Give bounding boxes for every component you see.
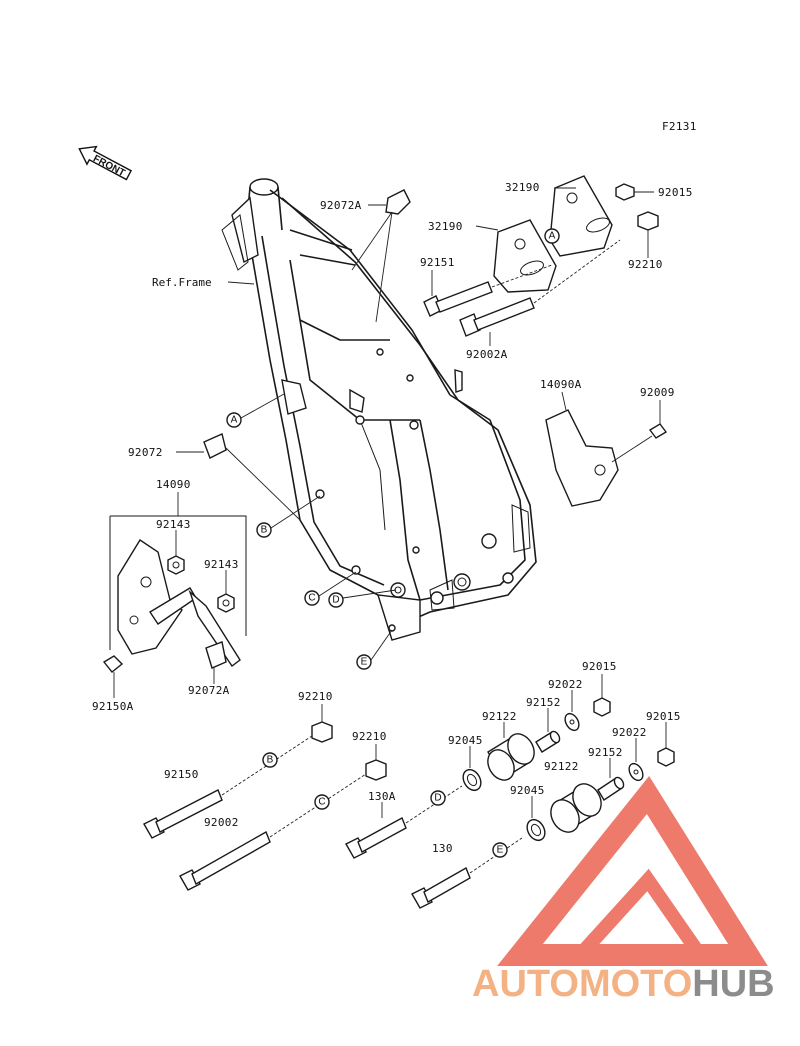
part-14090-assembly: 14090 92143 92143 92072A 92150A xyxy=(92,478,247,713)
label-92015-b: 92015 xyxy=(582,660,617,673)
label-92143-b: 92143 xyxy=(204,558,239,571)
label-92045-b: 92045 xyxy=(510,784,545,797)
part-92022-washer-b: 92022 xyxy=(612,726,647,782)
engine-hanger-plates: 32190 32190 xyxy=(428,175,613,293)
label-92022-b: 92022 xyxy=(612,726,647,739)
front-label: FRONT xyxy=(91,153,127,179)
part-92152-sleeve-b: 92152 xyxy=(588,746,625,801)
callout-A-top: A xyxy=(544,228,560,244)
label-92072A-bottom: 92072A xyxy=(188,684,230,697)
label-92015-a: 92015 xyxy=(658,186,693,199)
part-92151-bolt: 92151 xyxy=(420,256,553,317)
callout-B-bolt-label: B xyxy=(267,755,274,766)
callout-C-frame: C xyxy=(304,571,357,606)
label-92152-a: 92152 xyxy=(526,696,561,709)
part-130-bolt: 130 xyxy=(411,837,523,909)
callout-E-frame: E xyxy=(356,629,393,670)
label-32190-b: 32190 xyxy=(428,220,463,233)
callout-C-bolt-label: C xyxy=(318,797,325,808)
callout-D-bolt-label: D xyxy=(434,793,441,804)
part-92210-nut-c: 92210 xyxy=(352,730,387,781)
label-92143-a: 92143 xyxy=(156,518,191,531)
callout-B-frame: B xyxy=(256,495,321,538)
callout-D-frame: D xyxy=(328,589,397,608)
part-92045-bearing-a: 92045 xyxy=(448,734,483,792)
label-92150: 92150 xyxy=(164,768,199,781)
label-14090A: 14090A xyxy=(540,378,582,391)
svg-text:AUTOMOTOHUB: AUTOMOTOHUB xyxy=(472,963,775,1005)
automotohub-logo xyxy=(497,776,768,966)
part-92002-bolt: 92002 xyxy=(179,773,367,891)
part-92022-washer-a: 92022 xyxy=(548,678,583,732)
label-32190-a: 32190 xyxy=(505,181,540,194)
label-92009: 92009 xyxy=(640,386,675,399)
callout-E-bolt-label: E xyxy=(497,845,504,856)
callout-D-frame-label: D xyxy=(332,595,339,606)
part-92015-nut-c: 92015 xyxy=(646,710,681,767)
wordmark-part-b: HUB xyxy=(692,963,774,1005)
callout-B-frame-label: B xyxy=(261,525,268,536)
part-92210-nut-b: 92210 xyxy=(298,690,333,743)
label-92150A: 92150A xyxy=(92,700,134,713)
ref-frame-label: Ref.Frame xyxy=(152,276,212,289)
part-92015-nut-b: 92015 xyxy=(582,660,617,717)
callout-B-bolt: B xyxy=(262,752,278,768)
callout-D-bolt: D xyxy=(430,790,446,806)
label-92210-c: 92210 xyxy=(352,730,387,743)
part-92072-bracket: 92072 xyxy=(128,433,301,521)
label-92002A: 92002A xyxy=(466,348,508,361)
label-92210-b: 92210 xyxy=(298,690,333,703)
part-92122-collar-a: 92122 xyxy=(482,710,535,781)
label-92072: 92072 xyxy=(128,446,163,459)
front-arrow-icon: FRONT xyxy=(78,145,133,181)
part-92045-bearing-b: 92045 xyxy=(510,784,546,842)
callout-A-frame: A xyxy=(226,393,285,428)
label-130A: 130A xyxy=(368,790,396,803)
label-14090: 14090 xyxy=(156,478,191,491)
label-92122-b: 92122 xyxy=(544,760,579,773)
callout-E-frame-label: E xyxy=(361,657,368,668)
callout-A-frame-label: A xyxy=(231,415,238,426)
figure-id: F2131 xyxy=(662,120,697,133)
wordmark-part-a: AUTOMOTO xyxy=(472,963,692,1005)
label-92210-a: 92210 xyxy=(628,258,663,271)
part-92210-nut-top: 92210 xyxy=(628,211,663,271)
motorcycle-frame xyxy=(221,178,537,641)
part-130A-bolt: 130A xyxy=(345,785,463,859)
label-92045-a: 92045 xyxy=(448,734,483,747)
label-92151: 92151 xyxy=(420,256,455,269)
part-92122-collar-b xyxy=(550,783,602,833)
callout-C-frame-label: C xyxy=(308,593,315,604)
label-92022-a: 92022 xyxy=(548,678,583,691)
part-92152-sleeve-a: 92152 xyxy=(526,696,561,753)
label-130: 130 xyxy=(432,842,453,855)
label-92152-b: 92152 xyxy=(588,746,623,759)
part-14090A-guard: 14090A xyxy=(540,378,619,507)
automotohub-wordmark: AUTOMOTOHUB xyxy=(472,963,775,1005)
label-92015-c: 92015 xyxy=(646,710,681,723)
part-92002A-bolt: 92002A xyxy=(459,239,621,361)
label-92122-a: 92122 xyxy=(482,710,517,723)
label-92002: 92002 xyxy=(204,816,239,829)
part-92015-nut-top: 92015 xyxy=(615,183,693,201)
part-92009-screw: 92009 xyxy=(611,386,675,463)
callout-A-top-label: A xyxy=(549,231,556,242)
callout-C-bolt: C xyxy=(314,794,330,810)
part-92150-bolt: 92150 xyxy=(143,735,313,839)
callout-E-bolt: E xyxy=(492,842,508,858)
part-92072A-top: 92072A xyxy=(320,189,411,323)
label-92072A-top: 92072A xyxy=(320,199,362,212)
